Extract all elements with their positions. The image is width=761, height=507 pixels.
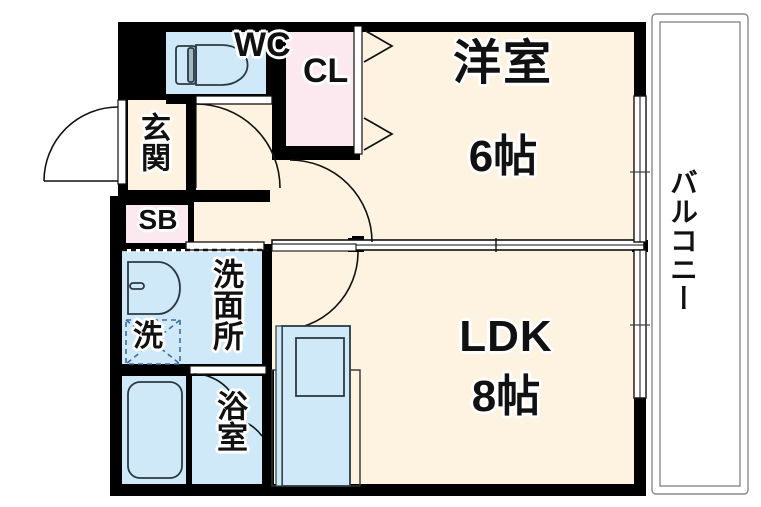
hall-door[interactable] <box>195 103 281 189</box>
balcony-outline <box>651 13 749 495</box>
wall-cl-bottom <box>272 146 360 160</box>
wall-bottom <box>110 484 646 496</box>
sink-icon <box>295 337 345 397</box>
corridor-door[interactable] <box>289 159 373 243</box>
wall-top-wc <box>166 22 272 28</box>
wc-door[interactable] <box>195 95 273 105</box>
wall-kitchen-left <box>262 370 274 490</box>
wall-senmenjo-right <box>262 244 272 370</box>
balcony-window-lower[interactable] <box>630 249 650 399</box>
wall-right-upper <box>634 22 646 98</box>
wall-left-outer <box>110 196 122 492</box>
wall-genkan-right <box>186 96 196 196</box>
bath-door[interactable] <box>189 365 267 437</box>
fill-balcony <box>652 14 748 494</box>
entrance-door[interactable] <box>43 99 127 185</box>
fill-cl <box>286 26 354 154</box>
wall-cl-left <box>272 22 286 158</box>
closet-door[interactable] <box>353 25 394 155</box>
wall-top-left-block <box>118 22 166 100</box>
washing-machine-icon <box>125 319 181 365</box>
fill-sb-inner <box>126 205 188 243</box>
wall-tub-divider <box>186 374 192 486</box>
washbasin-icon <box>127 261 181 315</box>
toilet-icon <box>175 44 249 86</box>
bathtub-icon <box>127 381 183 479</box>
room-fills <box>118 14 748 494</box>
wall-top <box>118 22 644 32</box>
balcony-window-upper[interactable] <box>630 95 650 243</box>
wall-right-lower <box>634 396 646 492</box>
